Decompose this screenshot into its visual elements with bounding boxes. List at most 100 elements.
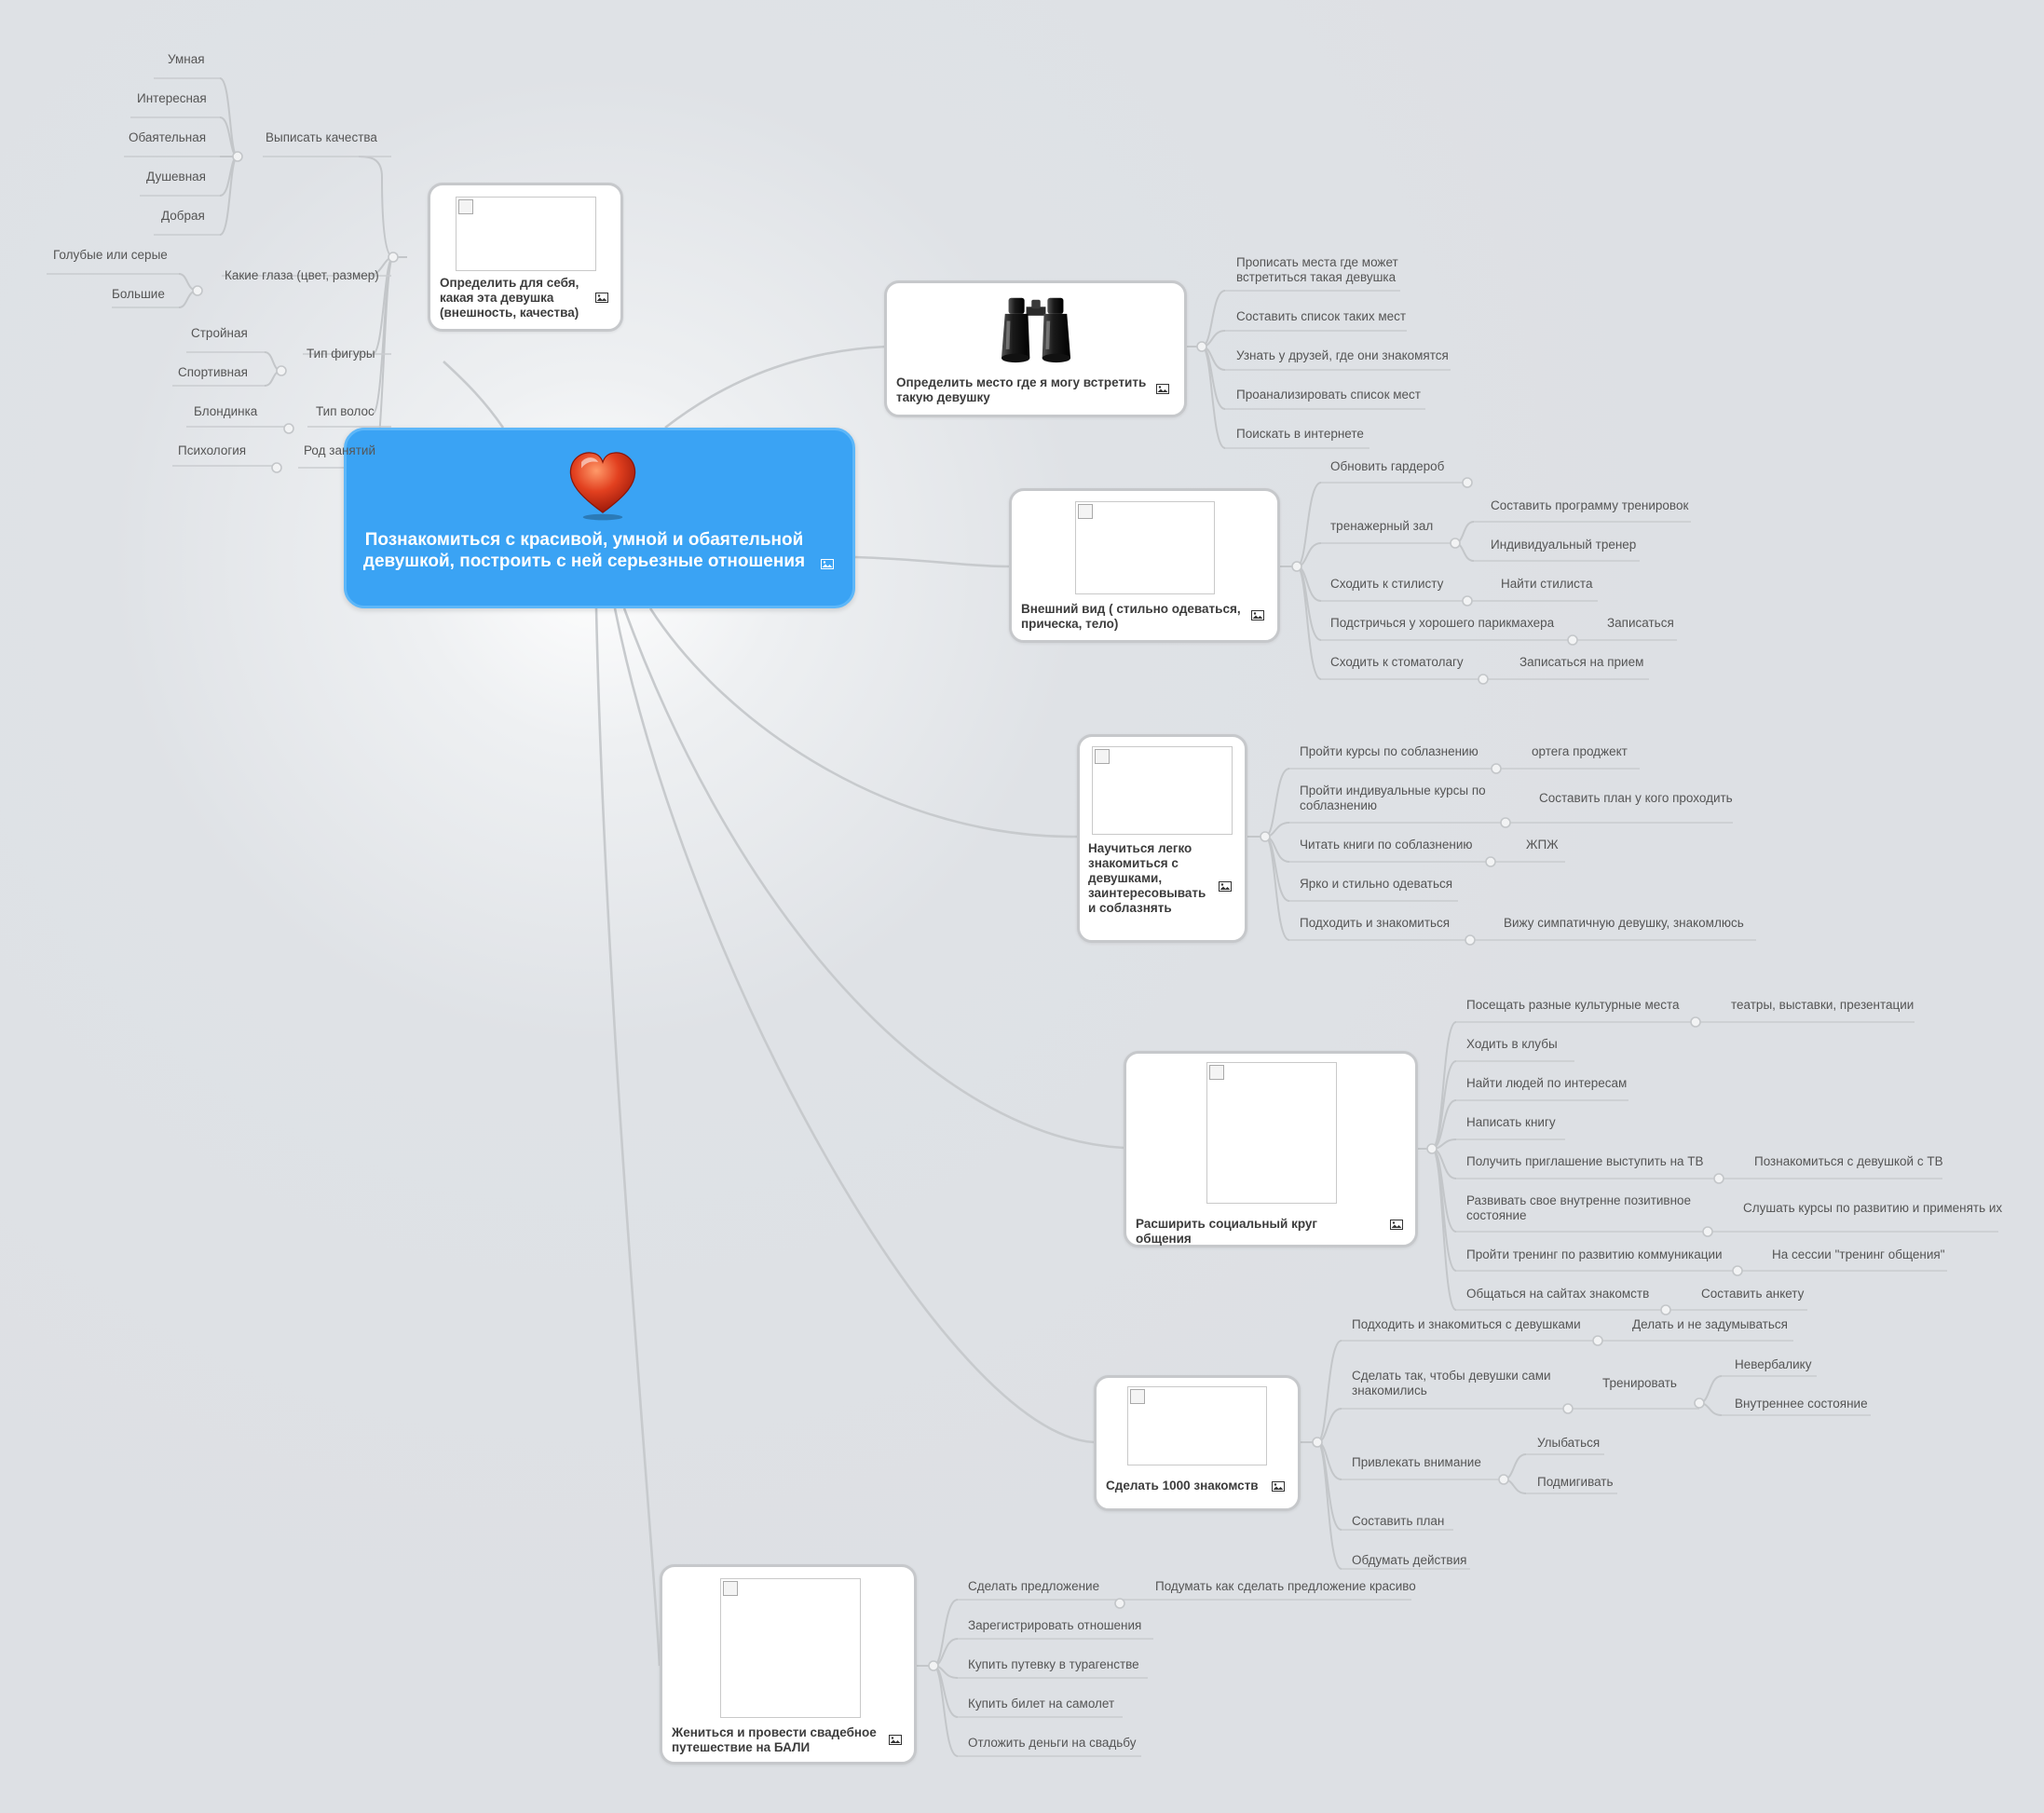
subtopic[interactable]: Составить план [1352,1514,1445,1528]
topic-label: Научиться легко знакомиться с девушками,… [1088,841,1206,915]
subtopic[interactable]: Психология [178,443,247,457]
subtopic[interactable]: театры, выставки, презентации [1731,998,1915,1012]
subtopic[interactable]: Улыбаться [1537,1436,1601,1450]
subtopic[interactable]: Обаятельная [129,130,207,144]
subtopic[interactable]: Познакомиться с девушкой с ТВ [1754,1154,1943,1168]
subtopic[interactable]: Пройти курсы по соблазнению [1300,744,1478,758]
subtopic[interactable]: Добрая [161,209,205,223]
subtopic[interactable]: Поискать в интернете [1236,427,1364,441]
subtopic[interactable]: Записаться [1607,616,1674,630]
picture-note-icon[interactable] [1251,610,1264,620]
subtopic[interactable]: Тип волос [316,404,375,418]
heart-icon [569,452,636,521]
topic-image-placeholder [1092,746,1233,835]
subtopic[interactable]: Подстричься у хорошего парикмахера [1330,616,1555,630]
subtopic[interactable]: Стройная [191,326,248,340]
subtopic[interactable]: Посещать разные культурные места [1466,998,1680,1012]
subtopic[interactable]: Подмигивать [1537,1475,1614,1489]
subtopic[interactable]: Подходить и знакомиться с девушками [1352,1317,1581,1331]
subtopic[interactable]: ортега проджект [1532,744,1628,758]
subtopic[interactable]: Индивидуальный тренер [1491,538,1637,552]
subtopic[interactable]: тренажерный зал [1330,519,1434,533]
subtopic[interactable]: Пройти тренинг по развитию коммуникации [1466,1247,1723,1261]
topic-label: Расширить социальный круг общения [1136,1217,1318,1246]
subtopic[interactable]: Общаться на сайтах знакомств [1466,1287,1650,1301]
picture-note-icon[interactable] [889,1735,902,1745]
subtopic[interactable]: Найти людей по интересам [1466,1076,1628,1090]
subtopic[interactable]: Ярко и стильно одеваться [1300,877,1453,891]
subtopic[interactable]: ЖПЖ [1526,838,1559,852]
topic-label: Определить место где я могу встретить та… [896,375,1147,404]
central-topic[interactable]: Познакомиться с красивой, умной и обаяте… [344,428,855,608]
subtopic[interactable]: Вижу симпатичную девушку, знакомлюсь [1504,916,1744,930]
subtopic[interactable]: На сессии "тренинг общения" [1772,1247,1945,1261]
subtopic[interactable]: Делать и не задумываться [1632,1317,1788,1331]
subtopic[interactable]: Род занятий [304,443,375,457]
subtopic[interactable]: Получить приглашение выступить на ТВ [1466,1154,1704,1168]
subtopic[interactable]: Тип фигуры [307,347,375,361]
subtopic[interactable]: Записаться на прием [1519,655,1644,669]
subtopic[interactable]: Умная [168,52,205,66]
picture-note-icon[interactable] [1219,881,1232,892]
picture-note-icon[interactable] [595,293,608,303]
topic-learn-seduction[interactable]: Научиться легко знакомиться с девушками,… [1077,734,1247,943]
topic-image-placeholder [456,197,596,271]
subtopic[interactable]: Тренировать [1602,1376,1677,1390]
subtopic[interactable]: Сходить к стилисту [1330,577,1444,591]
topic-define-girl[interactable]: Определить для себя, какая эта девушка (… [428,183,623,332]
subtopic[interactable]: Зарегистрировать отношения [968,1618,1142,1632]
topic-social-circle[interactable]: Расширить социальный круг общения [1124,1051,1418,1247]
topic-marry-bali[interactable]: Жениться и провести свадебное путешестви… [660,1564,917,1765]
subtopic[interactable]: Составить программу тренировок [1491,498,1689,512]
subtopic[interactable]: Написать книгу [1466,1115,1556,1129]
topic-appearance[interactable]: Внешний вид ( стильно одеваться, прическ… [1009,488,1280,643]
subtopic[interactable]: Привлекать внимание [1352,1455,1481,1469]
topic-1000-acquaintances[interactable]: Сделать 1000 знакомств [1094,1375,1301,1511]
topic-find-place[interactable]: Определить место где я могу встретить та… [884,280,1187,417]
subtopic[interactable]: Выписать качества [266,130,377,144]
subtopic[interactable]: Найти стилиста [1501,577,1593,591]
topic-image-placeholder [720,1578,861,1718]
subtopic[interactable]: Прописать места где может встретиться та… [1236,255,1398,284]
subtopic[interactable]: Сходить к стоматолагу [1330,655,1464,669]
subtopic[interactable]: Составить список таких мест [1236,309,1407,323]
subtopic[interactable]: Купить билет на самолет [968,1697,1115,1711]
subtopic[interactable]: Узнать у друзей, где они знакомятся [1236,348,1449,362]
subtopic[interactable]: Внутреннее состояние [1735,1397,1868,1411]
subtopic[interactable]: Невербалику [1735,1357,1812,1371]
subtopic[interactable]: Проанализировать список мест [1236,388,1421,402]
picture-note-icon[interactable] [1272,1481,1285,1492]
subtopic[interactable]: Составить анкету [1701,1287,1805,1301]
subtopic[interactable]: Отложить деньги на свадьбу [968,1736,1137,1750]
subtopic[interactable]: Подумать как сделать предложение красиво [1155,1579,1416,1593]
subtopic[interactable]: Какие глаза (цвет, размер) [225,268,379,282]
subtopic[interactable]: Читать книги по соблазнению [1300,838,1473,852]
topic-label: Жениться и провести свадебное путешестви… [672,1725,877,1754]
subtopic[interactable]: Подходить и знакомиться [1300,916,1451,930]
subtopic[interactable]: Сделать предложение [968,1579,1100,1593]
topic-label: Определить для себя, какая эта девушка (… [440,276,579,320]
subtopic[interactable]: Душевная [146,170,206,184]
topic-label: Сделать 1000 знакомств [1106,1479,1259,1493]
subtopic[interactable]: Спортивная [178,365,248,379]
subtopic[interactable]: Слушать курсы по развитию и применять их [1743,1201,2003,1215]
picture-note-icon[interactable] [1156,384,1169,394]
topic-image-placeholder [1075,501,1215,594]
topic-image-placeholder [1206,1062,1337,1204]
subtopic[interactable]: Ходить в клубы [1466,1037,1558,1051]
subtopic[interactable]: Обновить гардероб [1330,459,1445,473]
picture-note-icon[interactable] [821,559,834,569]
subtopic[interactable]: Обдумать действия [1352,1553,1467,1567]
subtopic[interactable]: Купить путевку в турагенстве [968,1657,1139,1671]
subtopic[interactable]: Голубые или серые [53,248,168,262]
subtopic[interactable]: Пройти индивуальные курсы по соблазнению [1300,784,1486,812]
subtopic[interactable]: Блондинка [194,404,258,418]
binoculars-icon [1001,297,1071,363]
subtopic[interactable]: Интересная [137,91,207,105]
subtopic[interactable]: Развивать свое внутренне позитивное сост… [1466,1193,1692,1222]
subtopic[interactable]: Большие [112,287,165,301]
subtopic[interactable]: Составить план у кого проходить [1539,791,1733,805]
subtopic[interactable]: Сделать так, чтобы девушки сами знакомил… [1352,1369,1551,1397]
picture-note-icon[interactable] [1390,1220,1403,1230]
